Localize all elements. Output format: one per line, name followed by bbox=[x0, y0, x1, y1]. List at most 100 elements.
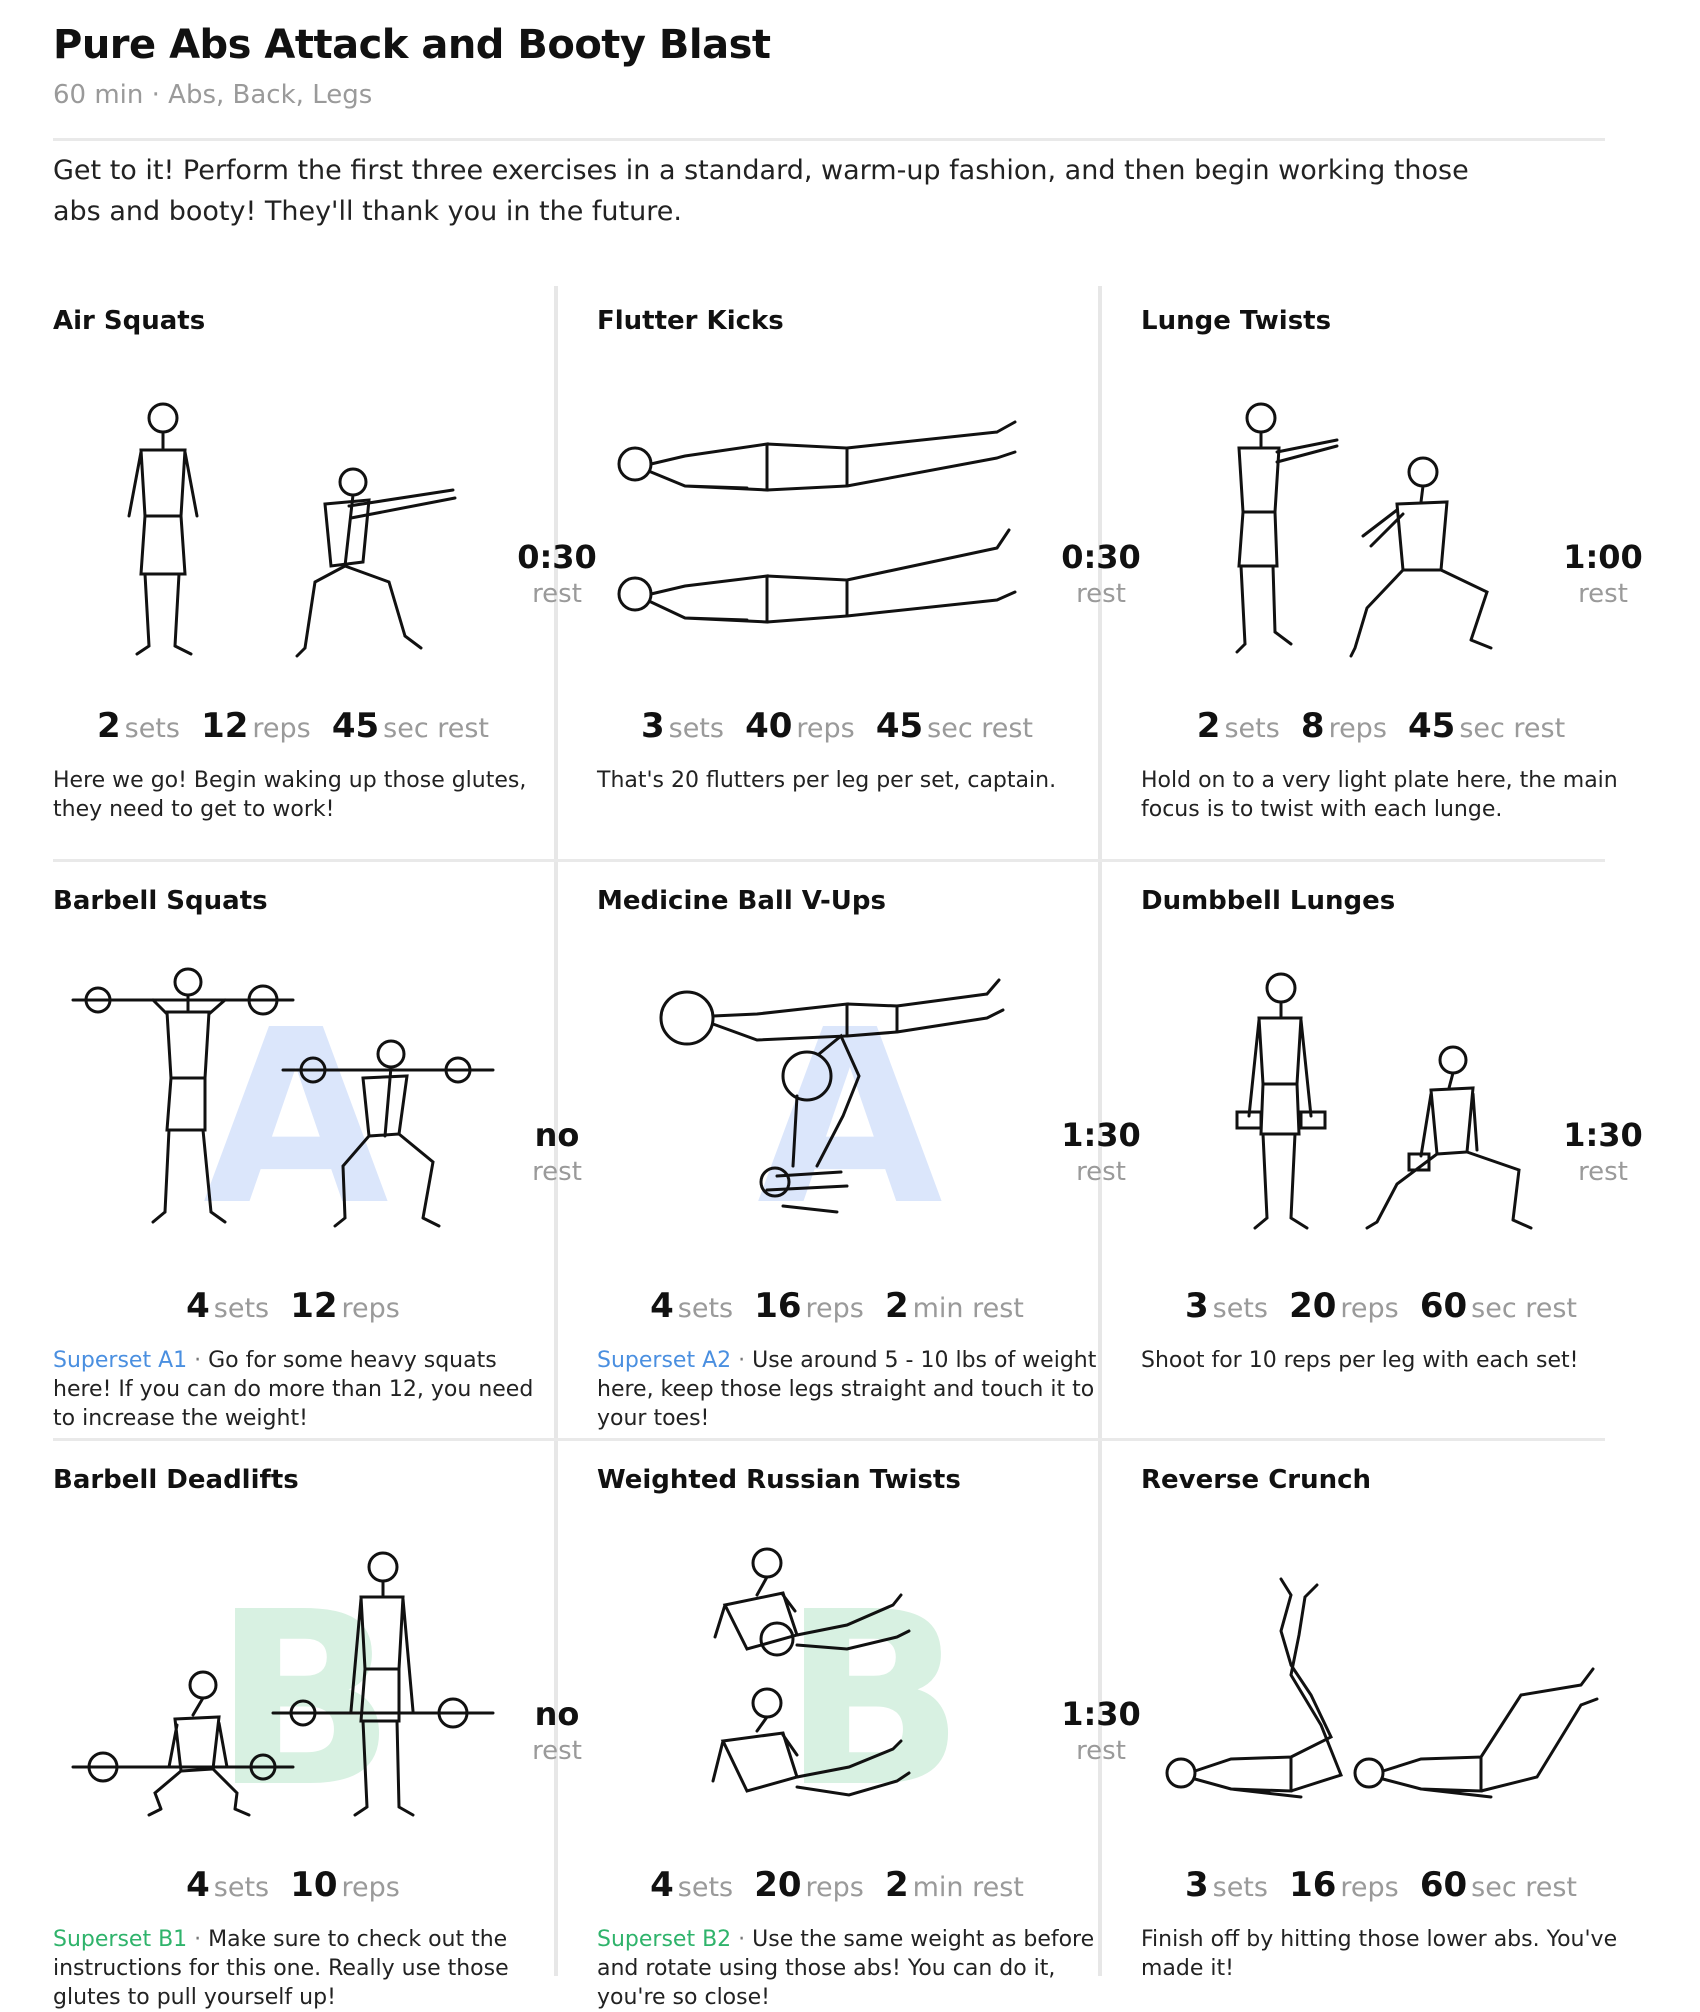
reps-count: 12 bbox=[201, 706, 249, 746]
rest-count: 2 bbox=[884, 1286, 909, 1326]
rest-label: sec rest bbox=[1471, 1872, 1578, 1903]
sets-count: 4 bbox=[186, 1286, 210, 1326]
superset-link[interactable]: Superset B2 bbox=[597, 1927, 732, 1952]
sets-count: 2 bbox=[96, 706, 121, 746]
exercise-title[interactable]: Weighted Russian Twists bbox=[597, 1465, 961, 1495]
rest-interval-label: rest bbox=[1578, 1157, 1628, 1187]
rest-interval-label: rest bbox=[1076, 1736, 1126, 1766]
superset-letter: B bbox=[213, 1560, 396, 1825]
sets-label: sets bbox=[668, 713, 724, 744]
exercise-title[interactable]: Reverse Crunch bbox=[1141, 1465, 1372, 1495]
sets-count: 3 bbox=[1184, 1865, 1209, 1905]
exercise-illustration: B bbox=[53, 1545, 533, 1840]
rest-interval: 1:00 rest bbox=[1548, 538, 1658, 612]
exercise-title[interactable]: Medicine Ball V-Ups bbox=[597, 886, 887, 916]
superset-link[interactable]: Superset B1 bbox=[53, 1927, 188, 1952]
rest-interval-value: 1:30 bbox=[1563, 1116, 1643, 1154]
reps-count: 20 bbox=[754, 1865, 802, 1905]
rest-label: min rest bbox=[912, 1293, 1024, 1324]
row-divider-1 bbox=[53, 859, 1605, 862]
rest-count: 60 bbox=[1419, 1865, 1468, 1905]
exercise-title[interactable]: Dumbbell Lunges bbox=[1141, 886, 1396, 916]
exercise-title[interactable]: Flutter Kicks bbox=[597, 306, 784, 336]
reps-count: 8 bbox=[1300, 706, 1325, 746]
rest-interval: no rest bbox=[502, 1695, 612, 1769]
reps-label: reps bbox=[252, 713, 311, 744]
reps-label: reps bbox=[341, 1872, 400, 1903]
exercise-illustration bbox=[1141, 386, 1621, 666]
page-title: Pure Abs Attack and Booty Blast bbox=[53, 22, 771, 68]
exercise-title[interactable]: Air Squats bbox=[53, 306, 206, 336]
rest-interval-label: rest bbox=[532, 1157, 582, 1187]
sets-count: 3 bbox=[1184, 1286, 1209, 1326]
rest-count: 60 bbox=[1419, 1286, 1468, 1326]
sets-count: 4 bbox=[186, 1865, 210, 1905]
sets-count: 3 bbox=[640, 706, 665, 746]
exercise-note: Shoot for 10 reps per leg with each set! bbox=[1141, 1348, 1579, 1373]
rest-count: 45 bbox=[875, 706, 924, 746]
rest-label: sec rest bbox=[927, 713, 1034, 744]
rest-interval: 1:30 rest bbox=[1046, 1695, 1156, 1769]
rest-interval-value: 1:30 bbox=[1061, 1116, 1141, 1154]
reps-label: reps bbox=[341, 1293, 400, 1324]
rest-interval-value: 1:00 bbox=[1563, 538, 1643, 576]
reps-count: 10 bbox=[290, 1865, 338, 1905]
exercise-note: Superset A1 · Go for some heavy squats h… bbox=[53, 1348, 534, 1431]
superset-letter: B bbox=[782, 1560, 965, 1825]
sets-count: 2 bbox=[1196, 706, 1221, 746]
exercise-note: Finish off by hitting those lower abs. Y… bbox=[1141, 1927, 1618, 1981]
sets-count: 4 bbox=[650, 1286, 674, 1326]
rest-interval-value: 0:30 bbox=[1061, 538, 1141, 576]
reps-label: reps bbox=[1328, 713, 1387, 744]
rest-count: 45 bbox=[1407, 706, 1456, 746]
column-divider-1 bbox=[554, 286, 558, 1976]
sets-label: sets bbox=[124, 713, 180, 744]
reps-count: 16 bbox=[754, 1286, 802, 1326]
workout-meta: 60 min · Abs, Back, Legs bbox=[53, 80, 373, 110]
rest-interval-label: rest bbox=[532, 1736, 582, 1766]
column-divider-2 bbox=[1098, 286, 1102, 1976]
sets-label: sets bbox=[213, 1293, 270, 1324]
rest-interval-label: rest bbox=[1076, 579, 1126, 609]
sets-label: sets bbox=[1212, 1293, 1268, 1324]
rest-label: sec rest bbox=[383, 713, 490, 744]
rest-count: 2 bbox=[884, 1865, 909, 1905]
rest-interval: 1:30 rest bbox=[1548, 1116, 1658, 1190]
rest-interval-label: rest bbox=[1076, 1157, 1126, 1187]
rest-interval-value: 0:30 bbox=[517, 538, 597, 576]
reps-label: reps bbox=[1340, 1293, 1399, 1324]
rest-interval-label: rest bbox=[1578, 579, 1628, 609]
rest-label: sec rest bbox=[1471, 1293, 1578, 1324]
rest-interval-value: no bbox=[534, 1116, 580, 1154]
exercise-title[interactable]: Barbell Deadlifts bbox=[53, 1465, 299, 1495]
rest-interval-value: 1:30 bbox=[1061, 1695, 1141, 1733]
rest-label: sec rest bbox=[1459, 713, 1566, 744]
reps-label: reps bbox=[805, 1872, 864, 1903]
superset-link[interactable]: Superset A1 bbox=[53, 1348, 188, 1373]
reps-count: 12 bbox=[290, 1286, 338, 1326]
exercise-illustration bbox=[1141, 1545, 1621, 1825]
rest-interval: 0:30 rest bbox=[502, 538, 612, 612]
exercise-note: That's 20 flutters per leg per set, capt… bbox=[597, 768, 1057, 793]
sets-label: sets bbox=[677, 1872, 734, 1903]
reps-label: reps bbox=[1340, 1872, 1399, 1903]
row-divider-2 bbox=[53, 1438, 1605, 1441]
note-text: Go for some heavy squats here! If you ca… bbox=[53, 1348, 534, 1431]
exercise-illustration: A bbox=[597, 966, 1077, 1258]
exercise-title[interactable]: Barbell Squats bbox=[53, 886, 268, 916]
reps-count: 40 bbox=[745, 706, 793, 746]
rest-interval-value: no bbox=[534, 1695, 580, 1733]
exercise-title[interactable]: Lunge Twists bbox=[1141, 306, 1332, 336]
superset-link[interactable]: Superset A2 bbox=[597, 1348, 732, 1373]
sets-label: sets bbox=[677, 1293, 734, 1324]
reps-count: 20 bbox=[1289, 1286, 1337, 1326]
exercise-illustration bbox=[597, 386, 1077, 666]
exercise-note: Superset B1 · Make sure to check out the… bbox=[53, 1927, 509, 2010]
exercise-illustration: A bbox=[53, 966, 533, 1258]
